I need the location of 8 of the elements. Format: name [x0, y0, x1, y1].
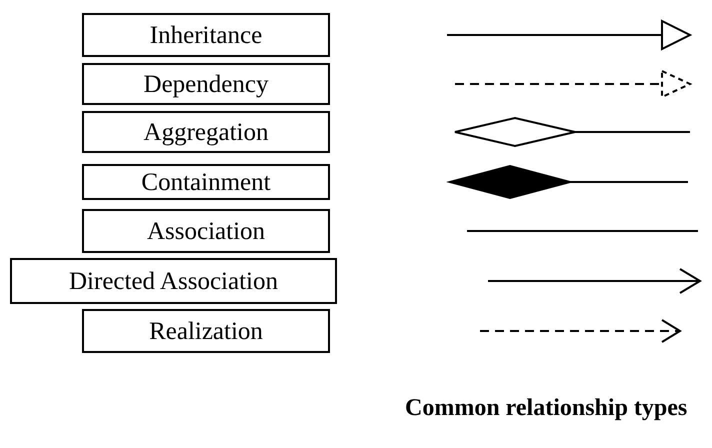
legend-label: Dependency: [82, 63, 330, 105]
legend-label: Containment: [82, 164, 330, 200]
legend-label: Realization: [82, 309, 330, 353]
caption: Common relationship types: [405, 395, 688, 422]
legend-label: Directed Association: [10, 258, 337, 304]
legend-label: Inheritance: [82, 13, 330, 57]
legend-label: Aggregation: [82, 111, 330, 153]
legend-label: Association: [82, 209, 330, 253]
